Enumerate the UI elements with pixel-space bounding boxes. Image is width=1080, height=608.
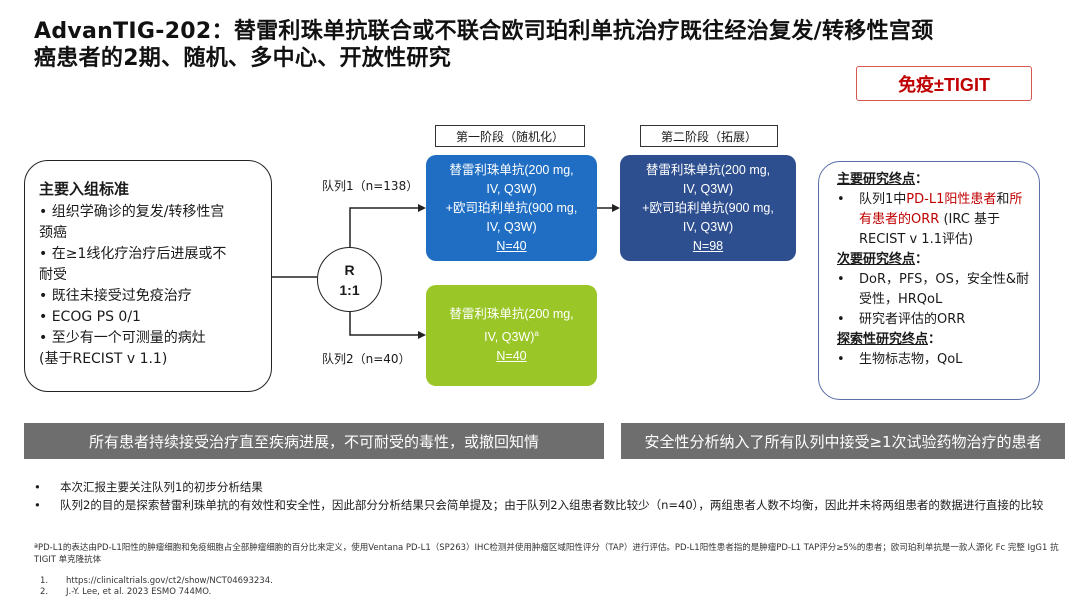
cohort1-phase2-box: 替雷利珠单抗(200 mg, IV, Q3W) +欧司珀利单抗(900 mg, … [620,155,796,261]
criteria-item: • 至少有一个可测量的病灶 [39,330,206,346]
rand-label: R [344,261,355,278]
exploratory-endpoint-heading: 探索性研究终点 [837,332,929,347]
primary-endpoint-item: • 队列1中PD-L1阳性患者和所有患者的ORR (IRC 基于RECIST v… [837,190,1031,250]
bullet: • [34,480,41,494]
criteria-item: • 在≥1线化疗治疗后进展或不 [39,246,227,262]
arm-n: N=40 [496,238,527,253]
arm-line: +欧司珀利单抗(900 mg, [642,200,774,215]
safety-banner: 安全性分析纳入了所有队列中接受≥1次试验药物治疗的患者 [621,423,1065,459]
bullet: • [837,352,845,367]
reference-text: J.-Y. Lee, et al. 2023 ESMO 744MO. [66,587,212,597]
pe-text-b: PD-L1阳性患者 [906,192,997,207]
arm-line: 替雷利珠单抗(200 mg, [645,162,771,177]
pe-text-c: 和 [996,192,1010,207]
cohort2-label: 队列2（n=40） [322,352,411,366]
heading-colon: ： [915,172,929,187]
heading-colon: ： [928,332,942,347]
footnote-marker: a [534,328,539,338]
primary-endpoint-heading-row: 主要研究终点： [837,170,1031,190]
rand-ratio: 1:1 [339,281,360,298]
title-line-1: AdvanTIG-202：替雷利珠单抗联合或不联合欧司珀利单抗治疗既往经治复发/… [34,19,934,44]
arm-line: 替雷利珠单抗(200 mg, [449,306,574,321]
criteria-item: 耐受 [39,267,67,283]
rand-to-cohort2-line [349,312,424,336]
secondary-endpoint-heading: 次要研究终点 [837,252,916,267]
arm-line-with-sup: IV, Q3W)a [484,324,539,347]
reference-number: 2. [40,587,49,597]
arrowhead-cohort2 [418,331,426,339]
primary-endpoint-heading: 主要研究终点 [837,172,916,187]
category-tag: 免疫±TIGIT [856,66,1032,101]
phase1-label: 第一阶段（随机化） [435,125,585,147]
exploratory-endpoint-item: • 生物标志物，QoL [837,350,1031,370]
references: 1. https://clinicaltrials.gov/ct2/show/N… [40,576,273,598]
criteria-item: 颈癌 [39,225,67,241]
reference-item: 1. https://clinicaltrials.gov/ct2/show/N… [40,576,273,587]
treatment-banner: 所有患者持续接受治疗直至疾病进展，不可耐受的毒性，或撤回知情 [24,423,604,459]
pe-text-d: 所有患者的ORR [859,192,1023,227]
arm-line: +欧司珀利单抗(900 mg, [445,200,578,215]
randomization-circle: R 1:1 [317,247,382,312]
exploratory-endpoint-heading-row: 探索性研究终点： [837,330,1031,350]
arm-line: IV, Q3W) [682,219,734,234]
criteria-item: • 组织学确诊的复发/转移性宫 [39,204,225,220]
page-title: AdvanTIG-202：替雷利珠单抗联合或不联合欧司珀利单抗治疗既往经治复发/… [34,18,1044,72]
note-item: • 队列2的目的是探索替雷利珠单抗的有效性和安全性，因此部分分析结果只会简单提及… [34,496,1064,514]
secondary-endpoint-heading-row: 次要研究终点： [837,250,1031,270]
reference-text[interactable]: https://clinicaltrials.gov/ct2/show/NCT0… [66,576,273,586]
cohort2-box: 替雷利珠单抗(200 mg, IV, Q3W)a N=40 [426,285,597,386]
bullet: • [34,498,41,512]
note-text: 队列2的目的是探索替雷利珠单抗的有效性和安全性，因此部分分析结果只会简单提及；由… [60,498,1044,512]
note-item: • 本次汇报主要关注队列1的初步分析结果 [34,478,1064,496]
inclusion-criteria-box: 主要入组标准 • 组织学确诊的复发/转移性宫 颈癌 • 在≥1线化疗治疗后进展或… [24,160,272,392]
heading-colon: ： [915,252,929,267]
arm-n: N=40 [496,349,527,364]
criteria-item: (基于RECIST v 1.1) [39,351,168,367]
reference-item: 2. J.-Y. Lee, et al. 2023 ESMO 744MO. [40,587,273,598]
criteria-item: • ECOG PS 0/1 [39,309,141,325]
bullet: • [837,272,845,287]
reference-number: 1. [40,576,49,586]
arrowhead-cohort1 [418,204,426,212]
criteria-item: • 既往未接受过免疫治疗 [39,288,192,304]
secondary-endpoint-text: DoR，PFS，OS，安全性&耐受性，HRQoL [859,272,1029,307]
exploratory-endpoint-text: 生物标志物，QoL [859,352,963,367]
primary-endpoint-text: 队列1中PD-L1阳性患者和所有患者的ORR (IRC 基于RECIST v 1… [859,190,1031,250]
phase2-label: 第二阶段（拓展） [640,125,778,147]
arrowhead-phase2 [612,204,620,212]
arm-n: N=98 [692,238,724,253]
cohort1-phase1-box: 替雷利珠单抗(200 mg, IV, Q3W) +欧司珀利单抗(900 mg, … [426,155,597,261]
endpoints-box: 主要研究终点： • 队列1中PD-L1阳性患者和所有患者的ORR (IRC 基于… [818,161,1040,400]
arm-line: 替雷利珠单抗(200 mg, [449,162,574,177]
title-line-2: 癌患者的2期、随机、多中心、开放性研究 [34,46,452,71]
arm-line: IV, Q3W) [486,181,537,196]
bullet: • [837,192,845,207]
bullet: • [837,312,845,327]
secondary-endpoint-item: • 研究者评估的ORR [837,310,1031,330]
notes-list: • 本次汇报主要关注队列1的初步分析结果 • 队列2的目的是探索替雷利珠单抗的有… [34,478,1064,514]
pe-text-a: 队列1中 [859,192,907,207]
criteria-heading: 主要入组标准 [39,180,130,198]
footnote: ªPD-L1的表达由PD-L1阳性的肿瘤细胞和免疫细胞占全部肿瘤细胞的百分比来定… [34,543,1059,565]
rand-to-cohort1-line [349,207,424,247]
secondary-endpoint-item: • DoR，PFS，OS，安全性&耐受性，HRQoL [837,270,1031,310]
arm-line: IV, Q3W) [484,330,535,345]
arm-line: IV, Q3W) [682,181,734,196]
secondary-endpoint-text: 研究者评估的ORR [859,312,966,327]
arm-line: IV, Q3W) [486,219,537,234]
note-text: 本次汇报主要关注队列1的初步分析结果 [60,480,263,494]
cohort1-label: 队列1（n=138） [322,179,419,193]
pe-text-e: (IRC 基于RECIST v 1.1评估) [859,212,1000,247]
